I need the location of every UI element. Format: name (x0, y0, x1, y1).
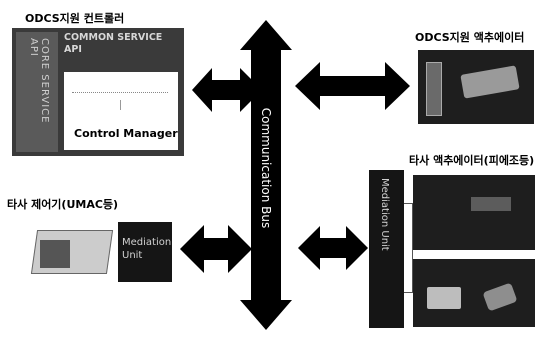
arrow-bus-actuator-odcs (295, 62, 410, 110)
controller-mediation-unit: Mediation Unit (118, 222, 172, 282)
controller-device-front (40, 240, 70, 268)
actuator-mediation-label: Mediation Unit (379, 178, 390, 251)
controller-mediation-label: Mediation Unit (122, 237, 172, 261)
actuator-device-image (426, 62, 442, 116)
actuator-image-bottom (413, 259, 535, 327)
actuator-image-bottom-device-1 (427, 287, 461, 309)
actuator-odcs-title: ODCS지원 액추에이터 (415, 31, 525, 44)
arrow-controller-bus (192, 68, 262, 112)
actuator-connector (404, 203, 413, 293)
controller-box: CORE SERVICE API COMMON SERVICE API Cont… (12, 28, 184, 156)
panel-dotted-line (72, 92, 168, 93)
panel-small-mark (120, 100, 124, 110)
common-service-label: COMMON SERVICE API (64, 32, 163, 55)
third-party-actuator-title: 타사 액추에이터(피에조등) (409, 154, 535, 167)
controller-device-image (28, 222, 116, 280)
actuator-image-top-device (471, 197, 511, 211)
actuator-image-top (413, 175, 535, 250)
controller-title: ODCS지원 컨트롤러 (25, 12, 125, 25)
third-party-controller-title: 타사 제어기(UMAC등) (7, 198, 119, 211)
arrow-bus-actuator-mediation (298, 226, 368, 270)
control-manager-panel: Control Manager (64, 72, 178, 150)
actuator-odcs-box (418, 50, 534, 124)
arrow-controller2-bus (180, 225, 252, 273)
communication-bus-label: Communication Bus (259, 107, 273, 229)
actuator-mediation-unit: Mediation Unit (369, 170, 404, 328)
control-manager-label: Control Manager (74, 127, 178, 140)
core-service-strip: CORE SERVICE API (16, 32, 58, 152)
core-service-label: CORE SERVICE API (28, 38, 50, 124)
